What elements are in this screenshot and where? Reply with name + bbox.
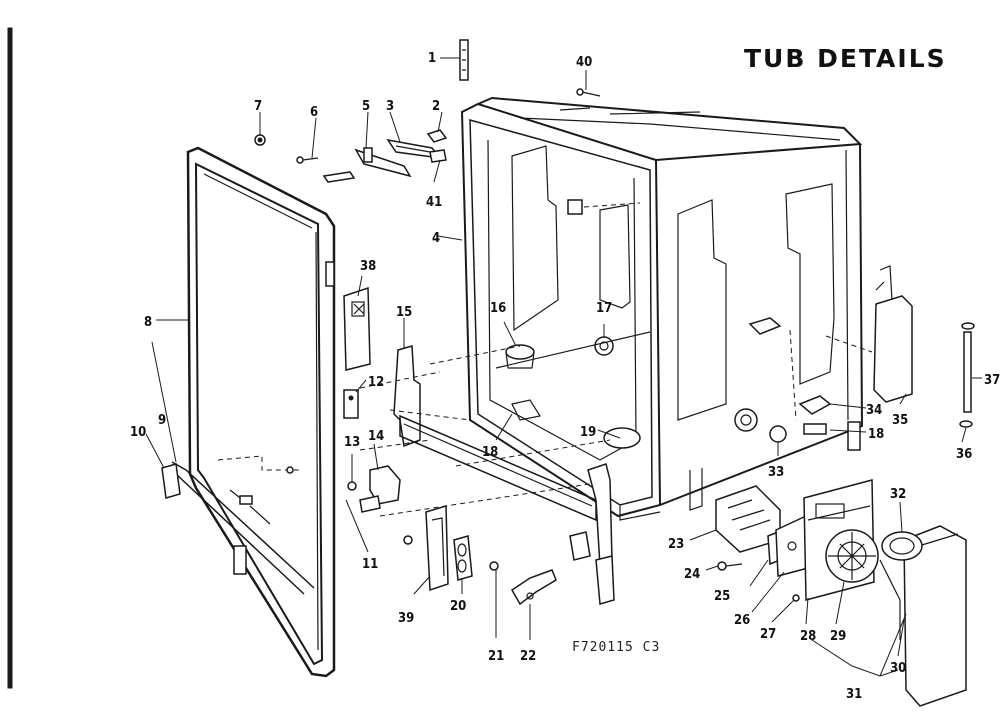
callout-27: 27 xyxy=(760,627,776,642)
callout-9: 9 xyxy=(158,413,166,428)
callout-32: 32 xyxy=(890,487,906,502)
drawing-code: F720115 C3 xyxy=(572,640,661,655)
leader-lines xyxy=(145,57,982,677)
callout-8: 8 xyxy=(144,315,152,330)
left-margin-bar xyxy=(7,27,13,689)
callout-11: 11 xyxy=(362,557,378,572)
part-22-arm xyxy=(511,569,557,606)
callout-35: 35 xyxy=(892,413,908,428)
part-6-screw xyxy=(296,156,304,164)
part-40-screw xyxy=(576,88,601,97)
callout-40: 40 xyxy=(576,55,592,70)
callout-18-right: 18 xyxy=(868,427,884,442)
part-37-rod xyxy=(963,331,972,413)
part-32-seal xyxy=(881,531,923,561)
part-2-clip xyxy=(426,129,448,143)
callout-36: 36 xyxy=(956,447,972,462)
part-30-cover xyxy=(903,525,967,707)
part-26-plate xyxy=(775,514,809,577)
callout-13: 13 xyxy=(344,435,360,450)
callout-38: 38 xyxy=(360,259,376,274)
part-36-cap xyxy=(959,420,973,428)
callout-37: 37 xyxy=(984,373,1000,388)
right-parts xyxy=(873,265,975,428)
callout-22: 22 xyxy=(520,649,536,664)
part-38-label-plate xyxy=(343,286,371,371)
callout-17: 17 xyxy=(596,301,612,316)
callout-31: 31 xyxy=(846,687,862,702)
lower-brackets xyxy=(403,504,557,606)
part-41-washer xyxy=(429,149,447,163)
tub-body xyxy=(429,96,873,521)
callout-labels: 1 2 3 4 5 6 7 8 9 10 11 12 13 14 15 16 1… xyxy=(130,51,1000,702)
part-24-screw xyxy=(717,561,727,571)
callout-26: 26 xyxy=(734,613,750,628)
callout-3: 3 xyxy=(386,99,394,114)
callout-19: 19 xyxy=(580,425,596,440)
part-10-bracket xyxy=(161,463,181,499)
callout-20: 20 xyxy=(450,599,466,614)
callout-23: 23 xyxy=(668,537,684,552)
callout-24: 24 xyxy=(684,567,700,582)
callout-25: 25 xyxy=(714,589,730,604)
callout-15: 15 xyxy=(396,305,412,320)
callout-34: 34 xyxy=(866,403,882,418)
part-20-hinge xyxy=(453,535,473,581)
callout-5: 5 xyxy=(362,99,370,114)
callout-33: 33 xyxy=(768,465,784,480)
upper-hinge-parts xyxy=(254,39,469,183)
callout-39: 39 xyxy=(398,611,414,626)
callout-18-left: 18 xyxy=(482,445,498,460)
callout-41: 41 xyxy=(426,195,442,210)
callout-6: 6 xyxy=(310,105,318,120)
callout-29: 29 xyxy=(830,629,846,644)
callout-12: 12 xyxy=(368,375,384,390)
callout-16: 16 xyxy=(490,301,506,316)
part-35-bracket xyxy=(873,295,913,403)
pump-assembly xyxy=(715,479,967,707)
callout-7: 7 xyxy=(254,99,262,114)
door-gasket-frame xyxy=(171,146,336,678)
part-13-screw xyxy=(347,481,357,491)
callout-14: 14 xyxy=(368,429,384,444)
part-21-screw xyxy=(489,561,499,571)
callout-1: 1 xyxy=(428,51,436,66)
part-17-fitting xyxy=(594,336,614,356)
part-14-bracket xyxy=(369,465,401,505)
part-12-clip xyxy=(343,389,359,419)
callout-28: 28 xyxy=(800,629,816,644)
part-16-cup xyxy=(505,344,535,360)
diagram-title: TUB DETAILS xyxy=(744,44,947,73)
callout-4: 4 xyxy=(432,231,440,246)
callout-21: 21 xyxy=(488,649,504,664)
part-27-screw xyxy=(792,594,800,602)
callout-30: 30 xyxy=(890,661,906,676)
callout-2: 2 xyxy=(432,99,440,114)
part-15-bracket xyxy=(393,345,421,448)
callout-10: 10 xyxy=(130,425,146,440)
front-rail xyxy=(379,414,615,605)
